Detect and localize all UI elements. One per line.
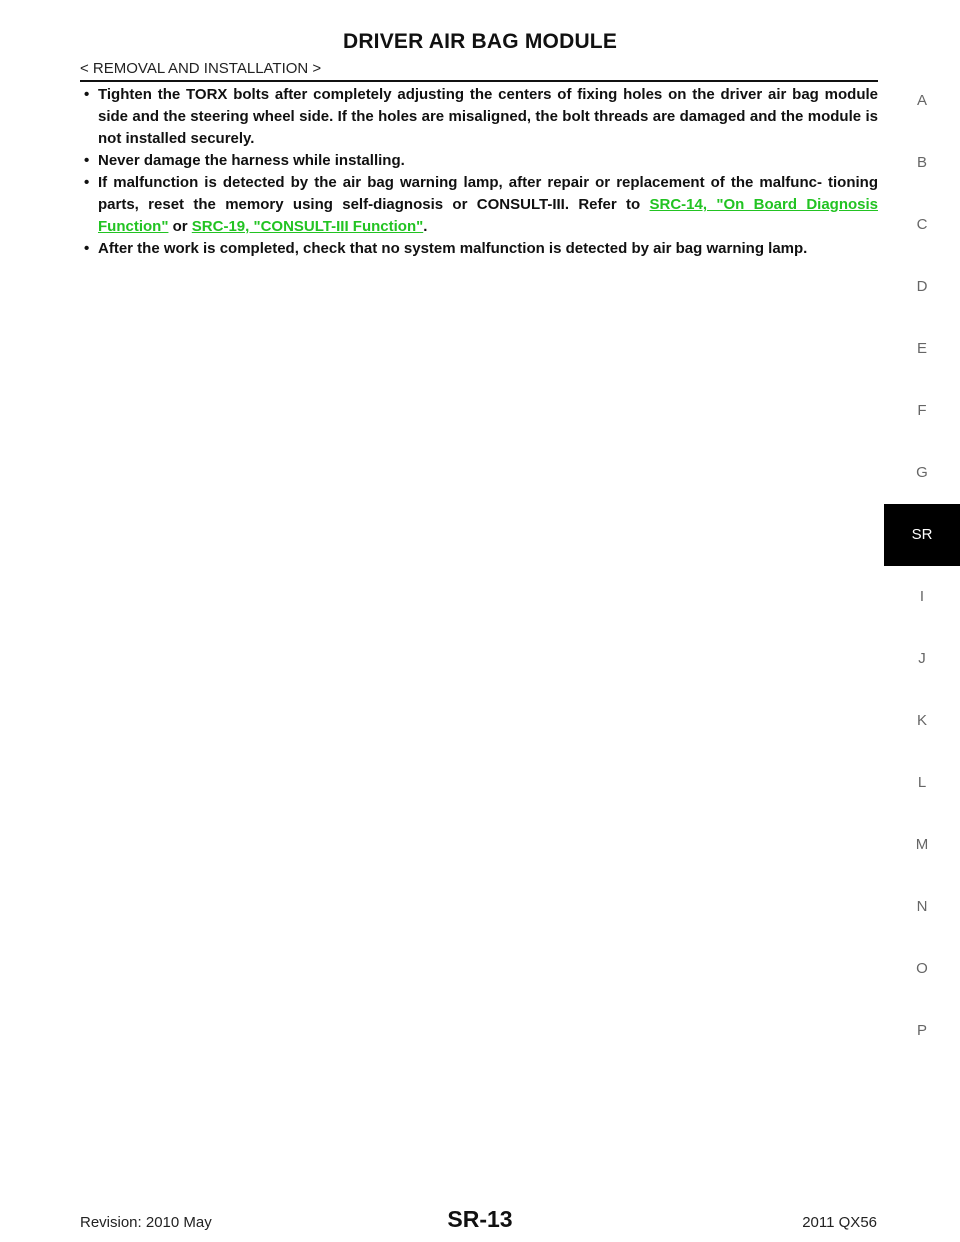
section-index: A B C D E F G SR I J K L M N O P <box>884 70 960 1062</box>
section-index-sr[interactable]: SR <box>884 504 960 566</box>
bullet-icon: • <box>84 86 90 103</box>
section-index-d[interactable]: D <box>916 278 928 295</box>
section-index-n[interactable]: N <box>916 898 928 915</box>
section-index-f[interactable]: F <box>917 402 927 419</box>
breadcrumb: < REMOVAL AND INSTALLATION > <box>80 60 322 77</box>
bullet-icon: • <box>84 152 90 169</box>
section-index-o[interactable]: O <box>916 960 928 977</box>
link-src-19-consult-iii-function[interactable]: SRC-19, "CONSULT-III Function" <box>191 218 424 235</box>
bullet-text-end: . <box>423 218 428 235</box>
section-index-m[interactable]: M <box>915 836 929 853</box>
page-number: SR-13 <box>447 1206 513 1232</box>
bullet-icon: • <box>84 174 90 191</box>
bullet-text-connector: or <box>168 218 192 235</box>
list-item: • After the work is completed, check tha… <box>80 238 878 260</box>
header-divider <box>80 80 878 82</box>
section-index-i[interactable]: I <box>919 588 925 605</box>
bullet-text: Tighten the TORX bolts after completely … <box>98 86 878 147</box>
bullet-text: After the work is completed, check that … <box>98 240 808 257</box>
section-index-c[interactable]: C <box>916 216 928 233</box>
vehicle-model: 2011 QX56 <box>802 1214 877 1231</box>
revision-date: Revision: 2010 May <box>80 1214 212 1231</box>
bullet-icon: • <box>84 240 90 257</box>
instructions-list: • Tighten the TORX bolts after completel… <box>80 84 878 260</box>
list-item: • If malfunction is detected by the air … <box>80 172 878 238</box>
section-index-g[interactable]: G <box>916 464 928 481</box>
bullet-text: Never damage the harness while installin… <box>98 152 405 169</box>
section-index-p[interactable]: P <box>916 1022 927 1039</box>
section-index-a[interactable]: A <box>916 92 927 109</box>
list-item: • Never damage the harness while install… <box>80 150 878 172</box>
list-item: • Tighten the TORX bolts after completel… <box>80 84 878 150</box>
section-index-k[interactable]: K <box>916 712 927 729</box>
section-index-b[interactable]: B <box>916 154 927 171</box>
link-src-14-on-board-diagnosis[interactable]: SRC-14, "On Board Diagnosis Function" <box>98 196 879 235</box>
section-index-j[interactable]: J <box>918 650 926 667</box>
page-title: DRIVER AIR BAG MODULE <box>342 30 618 53</box>
section-index-e[interactable]: E <box>916 340 927 357</box>
section-index-l[interactable]: L <box>917 774 927 791</box>
bullet-text: If malfunction is detected by the air ba… <box>98 174 878 213</box>
